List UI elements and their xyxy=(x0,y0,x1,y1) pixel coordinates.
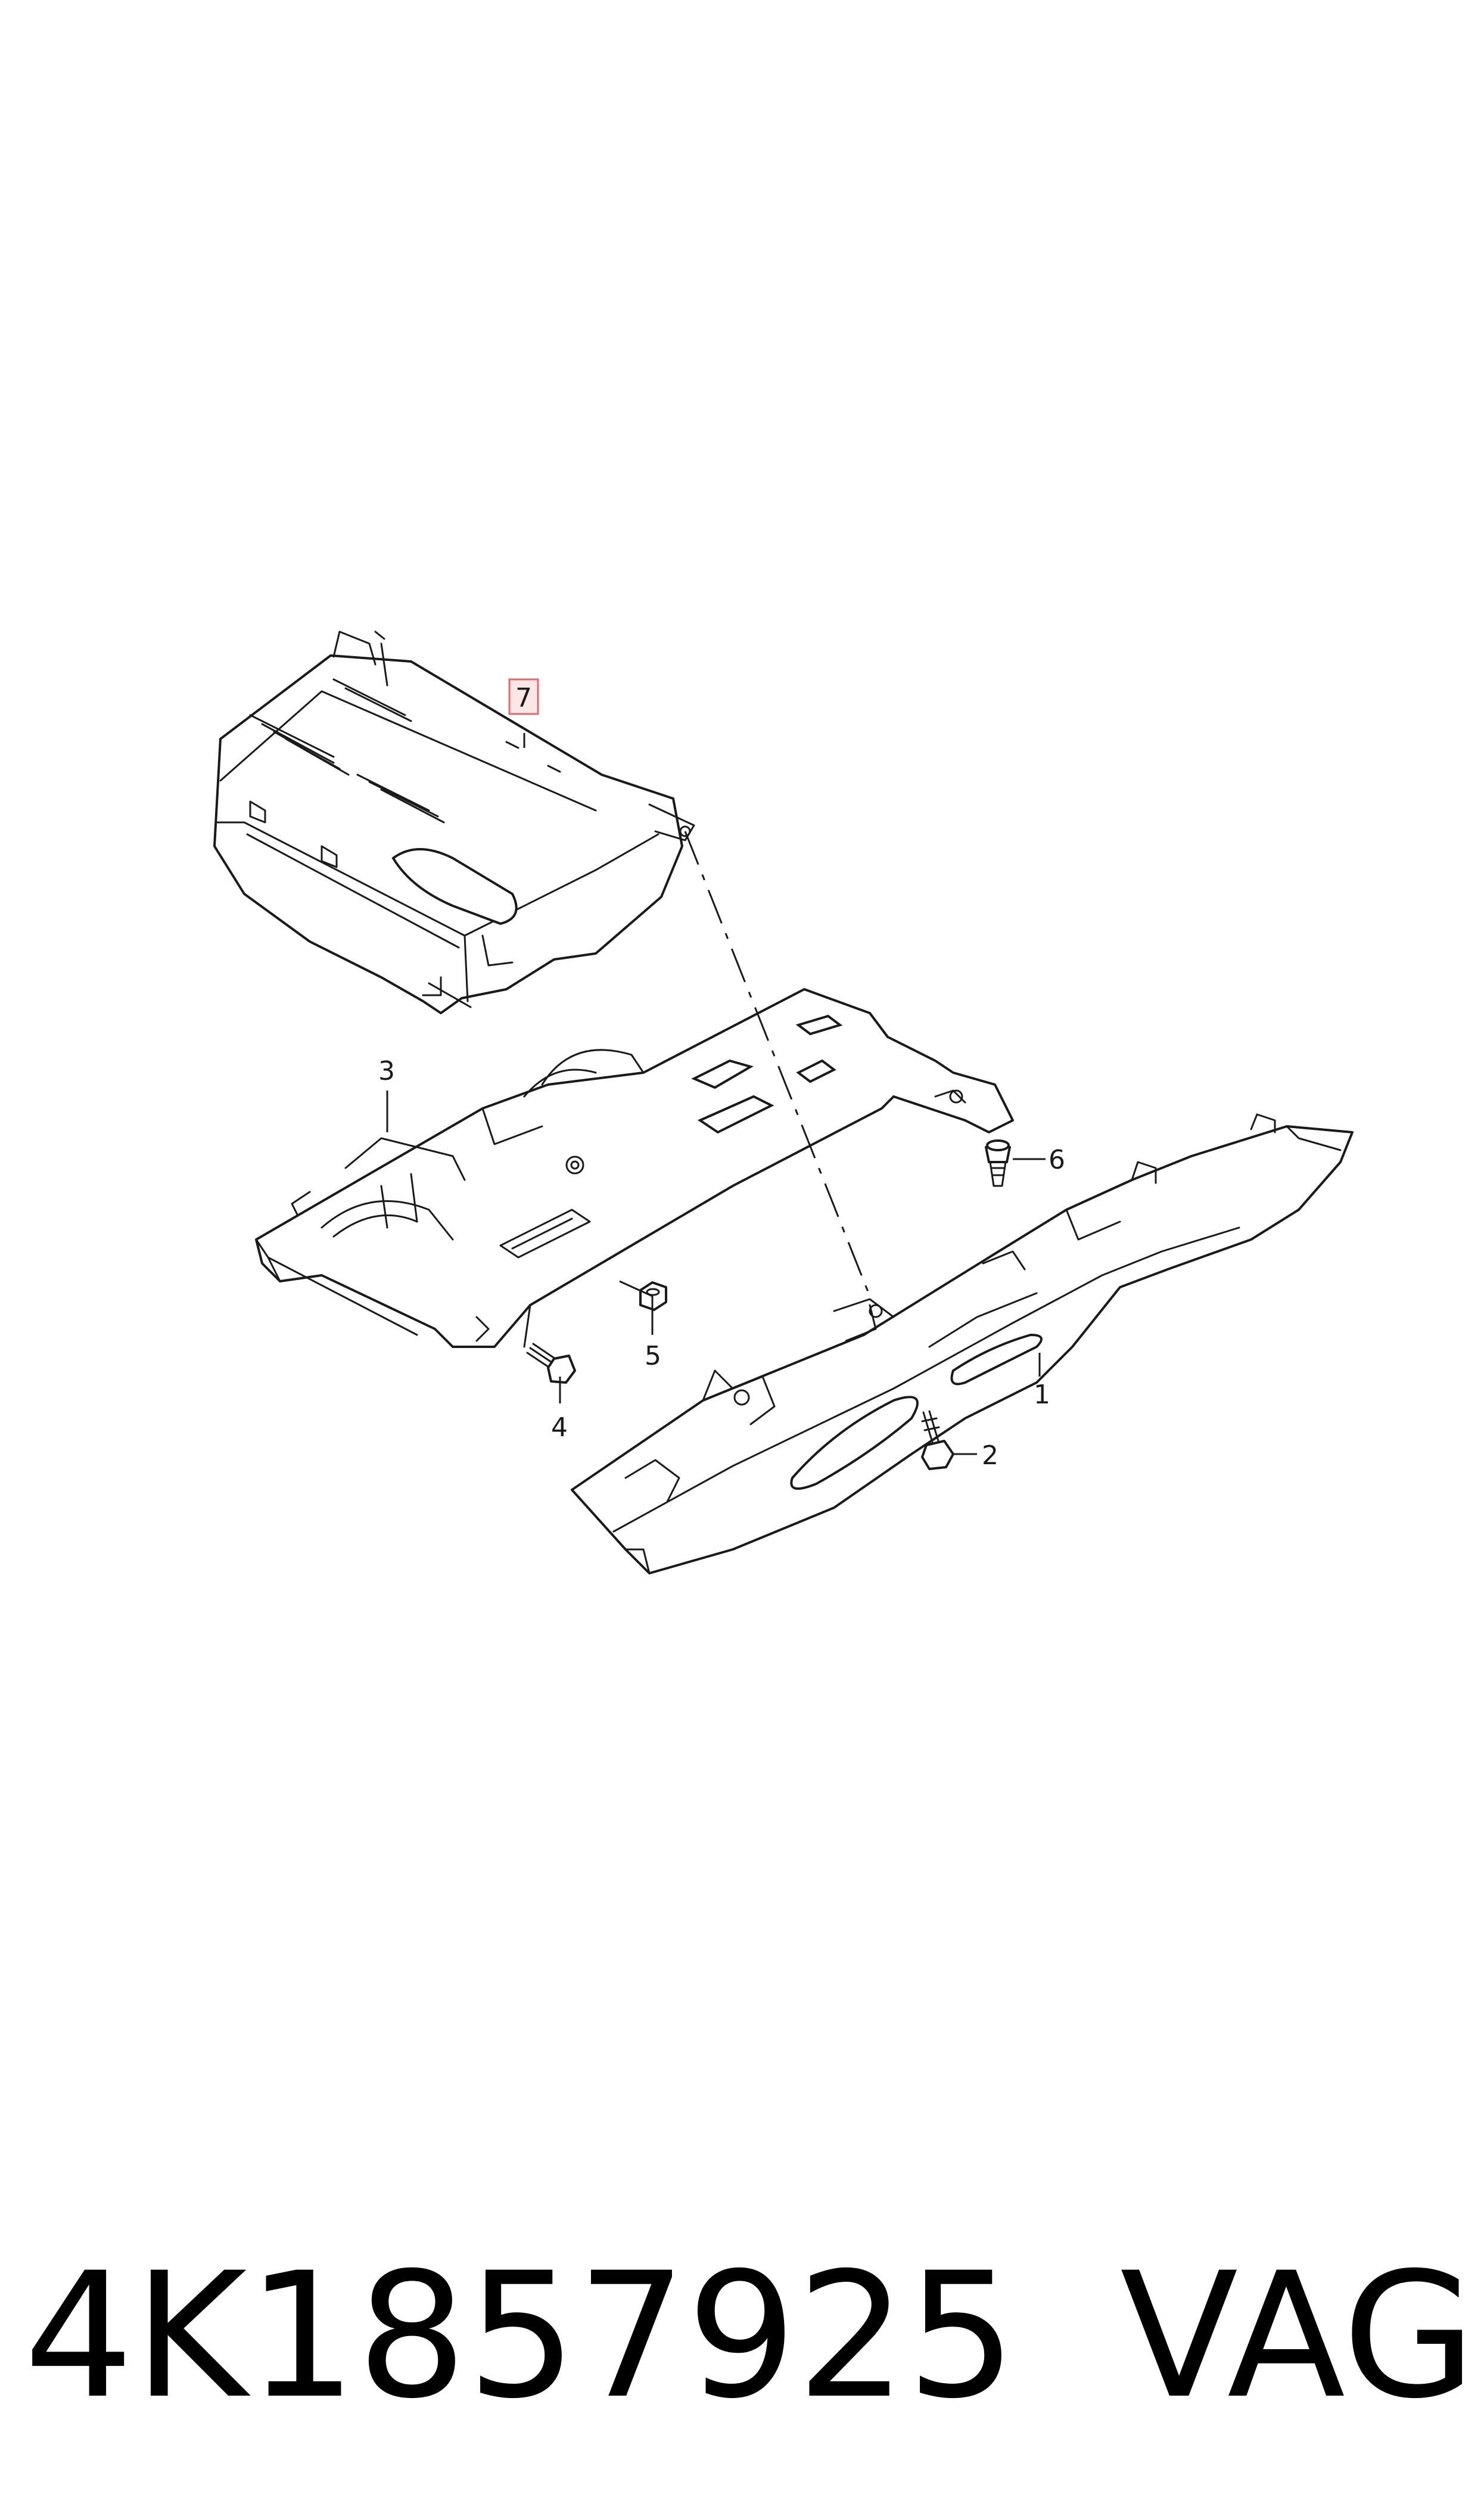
alignment-axis-line xyxy=(684,831,871,1297)
callout-3: 3 xyxy=(378,1056,395,1086)
part-4-bolt xyxy=(526,1343,576,1384)
leader-lines xyxy=(386,733,1046,1455)
part-2-bolt xyxy=(921,1410,954,1470)
callout-6: 6 xyxy=(1049,1145,1065,1175)
part-1-glove-box-lid xyxy=(571,1113,1354,1574)
callout-7: 7 xyxy=(515,683,532,713)
part-number: 4K1857925 xyxy=(24,2236,1016,2437)
callout-2: 2 xyxy=(982,1440,998,1471)
callout-5: 5 xyxy=(645,1341,661,1371)
callout-4: 4 xyxy=(551,1412,568,1443)
callout-1: 1 xyxy=(1034,1380,1050,1410)
brand-name: VAG xyxy=(1120,2236,1476,2437)
part-6-clip xyxy=(985,1139,1011,1187)
part-7-glove-box-insert xyxy=(213,630,695,1014)
callout-7-highlight xyxy=(508,678,539,715)
part-3-carrier-frame xyxy=(255,988,1014,1348)
